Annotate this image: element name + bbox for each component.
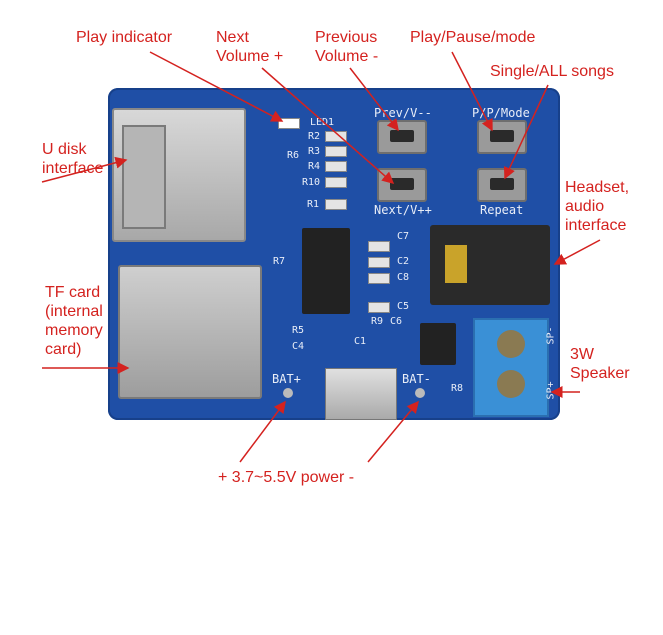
silk-r9: R9 xyxy=(371,316,384,327)
silk-c2: C2 xyxy=(397,256,410,267)
micro-usb-port xyxy=(325,368,397,420)
arrow-play-indicator xyxy=(149,51,284,122)
silk-c5: C5 xyxy=(397,301,410,312)
label-speaker: 3W Speaker xyxy=(570,346,630,382)
silk-c8: C8 xyxy=(397,272,410,283)
silk-r7: R7 xyxy=(273,256,286,267)
capacitor xyxy=(368,273,390,284)
silk-bat-plus: BAT+ xyxy=(272,372,301,386)
silk-led1: LED1 xyxy=(310,117,335,128)
tf-card-slot xyxy=(118,265,262,399)
decoder-chip xyxy=(302,228,350,314)
silk-r5: R5 xyxy=(292,325,305,336)
silk-c4: C4 xyxy=(292,341,305,352)
silk-pp-mode: P/P/Mode xyxy=(472,106,530,120)
arrow-single-all xyxy=(503,84,549,180)
label-play-pause-mode: Play/Pause/mode xyxy=(410,29,536,46)
next-button[interactable] xyxy=(377,168,427,202)
capacitor xyxy=(368,241,390,252)
usb-port-opening xyxy=(122,125,166,229)
silk-r8: R8 xyxy=(451,383,464,394)
repeat-button[interactable] xyxy=(477,168,527,202)
arrow-power-minus xyxy=(367,400,419,463)
resistor xyxy=(325,146,347,157)
label-previous-volume: Previous Volume - xyxy=(315,29,379,65)
label-tf-card: TF card (internal memory card) xyxy=(45,284,103,358)
silk-r6: R6 xyxy=(287,150,300,161)
silk-next: Next/V++ xyxy=(374,203,432,217)
led1 xyxy=(278,118,300,129)
resistor xyxy=(325,177,347,188)
arrow-next xyxy=(261,67,395,184)
amplifier-chip xyxy=(420,323,456,365)
bat-minus-pad xyxy=(415,388,425,398)
label-headset: Headset, audio interface xyxy=(565,179,630,234)
label-single-all-songs: Single/ALL songs xyxy=(490,63,614,80)
arrow-headset xyxy=(553,239,601,265)
prev-button[interactable] xyxy=(377,120,427,154)
capacitor xyxy=(368,257,390,268)
silk-repeat: Repeat xyxy=(480,203,524,217)
bat-plus-pad xyxy=(283,388,293,398)
silk-c1: C1 xyxy=(354,336,367,347)
resistor xyxy=(325,161,347,172)
jack-gold-contact xyxy=(445,245,467,283)
silk-r4: R4 xyxy=(308,161,321,172)
arrow-power-plus xyxy=(239,400,286,463)
screw-bottom xyxy=(497,370,525,398)
label-power: + 3.7~5.5V power - xyxy=(218,469,355,486)
silk-c7: C7 xyxy=(397,231,410,242)
capacitor xyxy=(368,302,390,313)
arrow-u-disk xyxy=(41,156,128,183)
label-next-volume: Next Volume + xyxy=(216,29,284,65)
arrow-play-pause xyxy=(451,51,493,132)
silk-bat-minus: BAT- xyxy=(402,372,431,386)
silk-r2: R2 xyxy=(308,131,321,142)
screw-top xyxy=(497,330,525,358)
label-u-disk: U disk interface xyxy=(42,141,104,177)
silk-c6: C6 xyxy=(390,316,403,327)
silk-r10: R10 xyxy=(302,177,321,188)
silk-r1: R1 xyxy=(307,199,320,210)
resistor xyxy=(325,131,347,142)
resistor xyxy=(325,199,347,210)
silk-r3: R3 xyxy=(308,146,321,157)
label-play-indicator: Play indicator xyxy=(76,29,173,46)
arrow-previous xyxy=(349,67,399,132)
